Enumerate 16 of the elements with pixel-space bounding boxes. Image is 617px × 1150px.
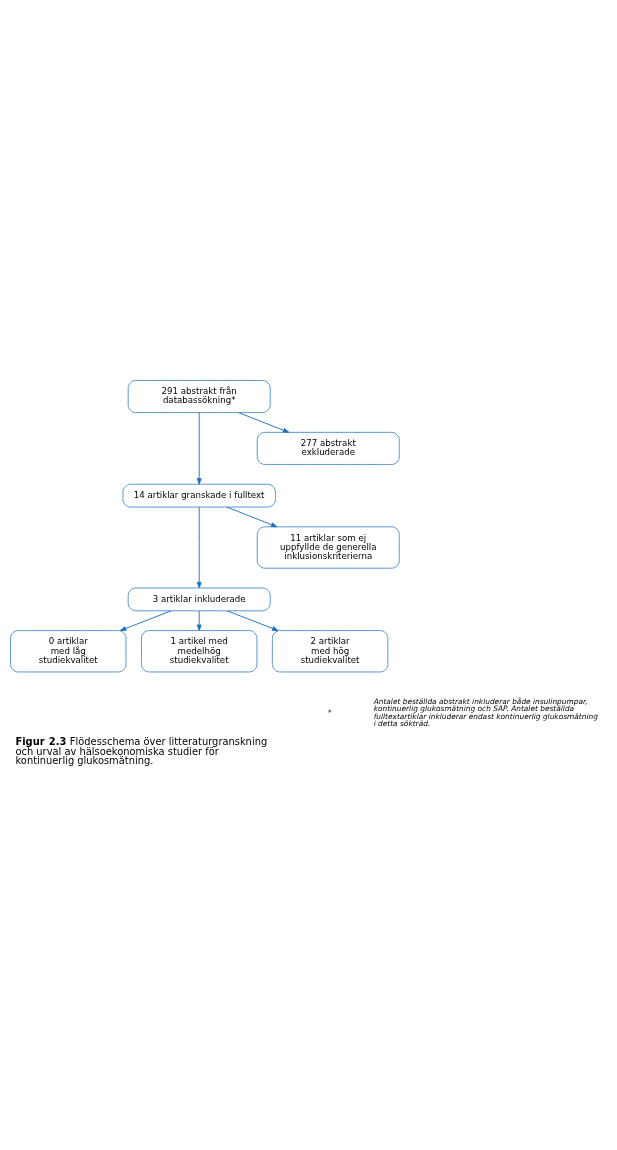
arrow	[196, 610, 202, 631]
arrow	[226, 506, 278, 528]
arrow	[119, 610, 172, 631]
arrow	[196, 506, 202, 589]
node-box: 2 artiklar med hög studiekvalitet	[272, 630, 389, 673]
node-box: 0 artiklar med låg studiekvalitet	[10, 630, 127, 673]
node-box: 277 abstrakt exkluderade	[256, 431, 400, 465]
arrow	[226, 610, 279, 631]
arrow	[238, 412, 290, 433]
node-box: 291 abstrakt från databassökning*	[127, 380, 271, 413]
arrow	[196, 412, 202, 485]
node-box: 14 artiklar granskade i fulltext	[122, 483, 276, 508]
node-box: 11 artiklar som ej uppfyllde de generella inklusionskriterierna	[256, 526, 400, 569]
caption: Figur 2.3 Flödesschema över litteraturgranskning och urval av hälsoekonomiska studier för kontinuerlig glukosmätning.	[15, 735, 268, 767]
node-box: 1 artikel med medelhög studiekvalitet	[141, 630, 258, 673]
node-box: 3 artiklar inkluderade	[127, 587, 271, 612]
